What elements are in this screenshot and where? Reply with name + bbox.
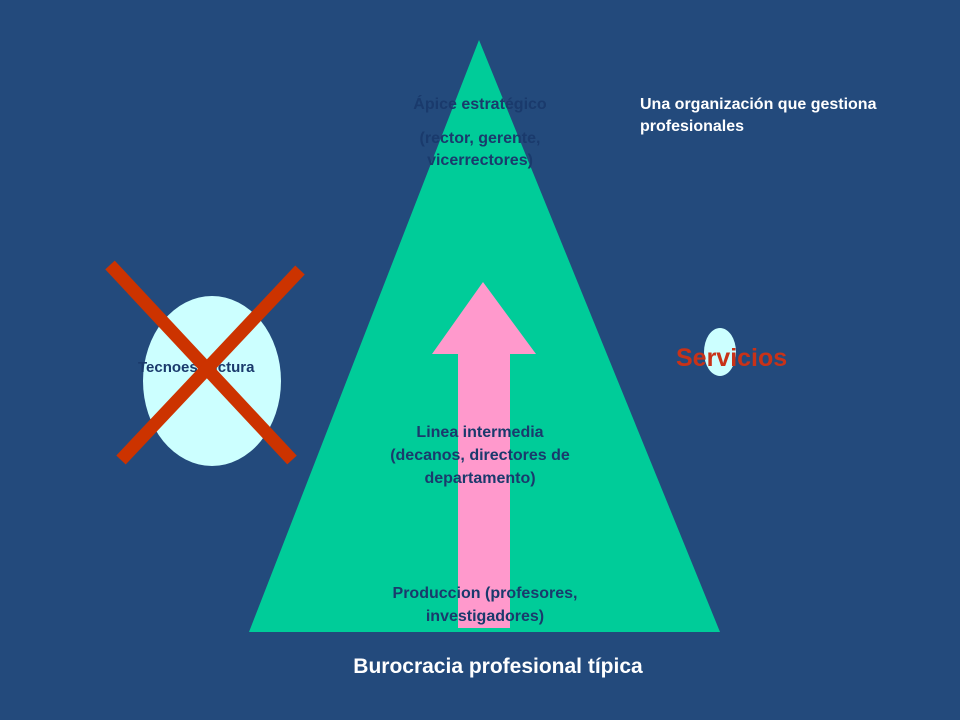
production-label: Produccion (profesores, investigadores) xyxy=(392,585,578,625)
cross-line-2 xyxy=(116,265,305,465)
technostructure-label: Tecnoestructura xyxy=(138,359,255,376)
apex-detail: (rector, gerente, vicerrectores) xyxy=(419,130,541,169)
services-label: Servicios xyxy=(676,344,788,372)
services-ellipse xyxy=(704,328,736,376)
footer-title: Burocracia profesional típica xyxy=(353,655,643,678)
organization-label: Una organización que gestiona profesiona… xyxy=(640,96,877,135)
upward-arrow xyxy=(432,282,536,628)
apex-title: Ápice estratégico xyxy=(413,96,547,113)
cross-line-1 xyxy=(105,260,297,465)
middle-line-label: Linea intermedia (decanos, directores de… xyxy=(390,424,570,487)
